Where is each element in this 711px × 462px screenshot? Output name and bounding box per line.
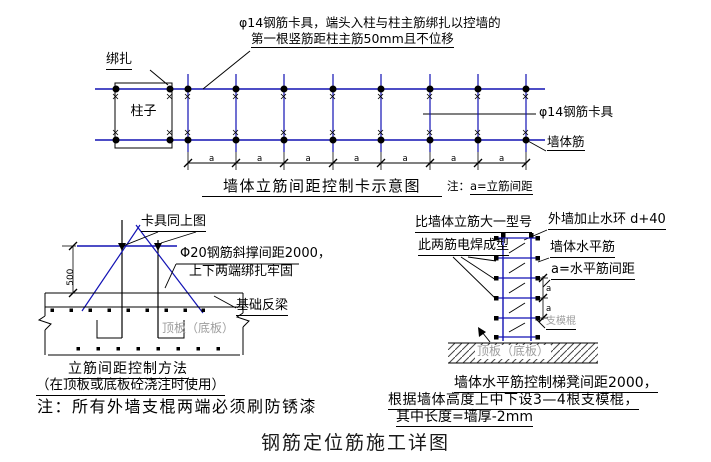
spacing-dim-label: a [546, 304, 551, 314]
right-caption-line2: 根据墙体高度上中下设3—4根支模棍， [388, 392, 639, 411]
slab-label-right: 顶板（底板） [475, 344, 552, 359]
left-caption-line2: （在顶板或底板砼浇注时使用） [36, 377, 225, 396]
note-underlined: a=立筋间距 [470, 179, 533, 195]
slab-label-left: 顶板（底板） [162, 321, 235, 335]
top-diagram-note: 注：a=立筋间距 [447, 179, 533, 195]
spacing-dim-label: a [499, 154, 504, 164]
spacing-dim-label: a [354, 154, 359, 164]
brace-note-line2: 上下两端绑扎牢固 [189, 264, 294, 279]
clamp-label: φ14钢筋卡具 [539, 104, 614, 119]
top-annotation-line2: 第一根竖筋距柱主筋50mm且不位移 [251, 31, 454, 49]
brace-note-line1: Φ20钢筋斜撑间距2000， [180, 246, 331, 261]
horizontal-spacing-label: a=水平筋间距 [551, 262, 635, 280]
support-rod-label: 支模棍 [546, 316, 576, 330]
foundation-beam-label: 基础反梁 [236, 298, 289, 316]
note-prefix: 注： [447, 179, 470, 193]
weld-label: 此两筋电焊成型 [418, 238, 510, 256]
clamp-same-note: 卡具同上图 [141, 214, 207, 232]
spacing-dim-label: a [403, 154, 408, 164]
spacing-dim-label: a [451, 154, 456, 164]
dim-500-label: 500 [65, 268, 76, 286]
waterstop-label: 外墙加止水环 d+40 [548, 212, 666, 230]
drawing-title: 钢筋定位筋施工详图 [260, 432, 450, 454]
spacing-dim-label: a [546, 284, 551, 294]
tie-label: 绑扎 [106, 52, 133, 70]
horizontal-bar-label: 墙体水平筋 [550, 240, 616, 258]
right-caption-line1: 墙体水平筋控制梯凳间距2000， [454, 375, 658, 394]
wall-bar-label: 墙体筋 [547, 134, 585, 152]
rust-paint-note: 注：所有外墙支棍两端必须刷防锈漆 [37, 397, 318, 416]
bar-size-label: 比墙体立筋大一型号 [415, 215, 533, 233]
spacing-dim-label: a [257, 154, 262, 164]
left-caption-line1: 立筋间距控制方法 [68, 361, 188, 380]
bottom-left-diagram-lines [37, 220, 299, 356]
spacing-dim-label: a [209, 154, 214, 164]
right-caption-line3: 其中长度=墙厚-2mm [396, 409, 533, 428]
spacing-dim-label: a [306, 154, 311, 164]
column-label: 柱子 [130, 104, 157, 119]
top-diagram-title: 墙体立筋间距控制卡示意图 [202, 177, 442, 198]
top-annotation-line1: φ14钢筋卡具，端头入柱与柱主筋绑扎以控墙的 [239, 15, 501, 30]
